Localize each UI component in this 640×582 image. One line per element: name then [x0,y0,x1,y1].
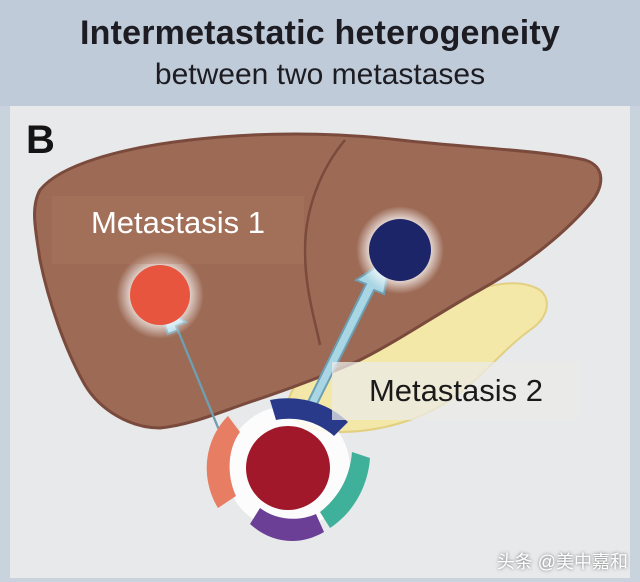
header-band [0,0,640,106]
liver-shape [33,132,603,430]
watermark-text: 头条 @美中嘉和 [496,552,628,572]
segment-purple [250,508,324,542]
primary-tumor-group [206,398,370,542]
metastasis-1-label: Metastasis 1 [52,196,304,264]
metastasis-1-node [130,265,190,325]
segment-navy [270,398,348,436]
metastasis-2-label: Metastasis 2 [332,362,580,420]
metastasis-2-node [369,219,431,281]
segment-teal [320,452,370,528]
panel-letter: B [26,118,55,162]
diagram-title: Intermetastatic heterogeneity [79,14,561,52]
segment-salmon [206,416,240,508]
liver-lobe-line [303,139,346,346]
primary-tumor-node [246,426,330,510]
diagram-subtitle: between two metastases [154,58,486,91]
